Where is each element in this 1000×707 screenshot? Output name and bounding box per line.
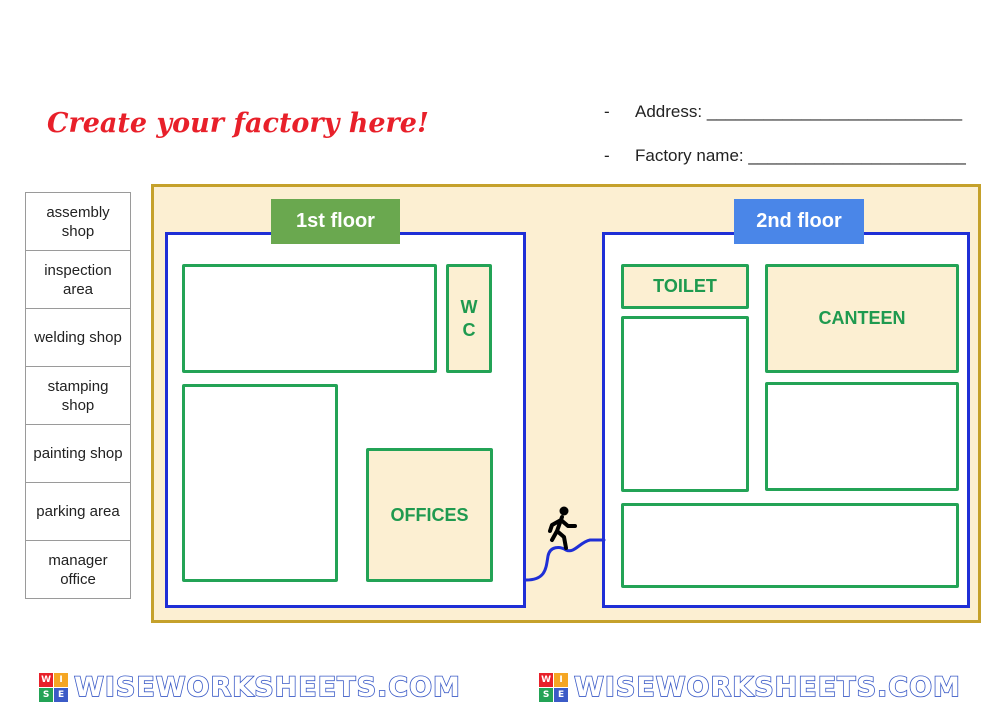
- logo-letter: E: [54, 688, 69, 702]
- offices-label: OFFICES: [390, 504, 469, 525]
- word-bank-item[interactable]: stamping shop: [26, 367, 130, 425]
- factory-name-blank[interactable]: _______________________: [748, 146, 966, 165]
- logo-letter: S: [539, 688, 554, 702]
- factory-name-field[interactable]: - Factory name: _______________________: [604, 146, 966, 166]
- first-floor-tab: 1st floor: [271, 199, 400, 244]
- address-label: Address:: [635, 102, 703, 121]
- canteen-room: CANTEEN: [765, 264, 959, 373]
- second-floor-tab: 2nd floor: [734, 199, 864, 244]
- word-bank-item[interactable]: manager office: [26, 541, 130, 599]
- word-bank-item[interactable]: parking area: [26, 483, 130, 541]
- factory-name-dash: -: [604, 146, 610, 165]
- brand-watermark: W I S E WISEWORKSHEETS.COM: [539, 671, 961, 704]
- toilet-room: TOILET: [621, 264, 749, 309]
- brand-logo-icon: W I S E: [539, 673, 569, 702]
- walkway-path: [524, 538, 606, 582]
- logo-letter: E: [554, 688, 569, 702]
- logo-letter: W: [539, 673, 554, 687]
- walking-person-icon: [548, 506, 577, 550]
- empty-room-drop-zone[interactable]: [182, 264, 437, 373]
- page-title: Create your factory here!: [47, 108, 429, 139]
- toilet-label: TOILET: [653, 276, 717, 296]
- wc-label-line2: C: [462, 319, 476, 340]
- logo-letter: I: [54, 673, 69, 687]
- empty-room-drop-zone[interactable]: [621, 316, 749, 492]
- brand-text: WISEWORKSHEETS.COM: [573, 671, 961, 704]
- brand-logo-icon: W I S E: [39, 673, 69, 702]
- logo-letter: W: [39, 673, 54, 687]
- address-field[interactable]: - Address: ___________________________: [604, 102, 962, 122]
- address-blank[interactable]: ___________________________: [706, 102, 963, 121]
- canteen-label: CANTEEN: [818, 308, 906, 328]
- address-dash: -: [604, 102, 610, 121]
- empty-room-drop-zone[interactable]: [182, 384, 338, 582]
- factory-name-label: Factory name:: [635, 146, 744, 165]
- brand-watermark: W I S E WISEWORKSHEETS.COM: [39, 671, 461, 704]
- wc-room: W C: [446, 264, 492, 373]
- empty-room-drop-zone[interactable]: [621, 503, 959, 588]
- word-bank: assembly shop inspection area welding sh…: [25, 192, 131, 599]
- empty-room-drop-zone[interactable]: [765, 382, 959, 491]
- wc-label-line1: W: [460, 296, 478, 317]
- word-bank-item[interactable]: inspection area: [26, 251, 130, 309]
- logo-letter: I: [554, 673, 569, 687]
- footer-watermark: W I S E WISEWORKSHEETS.COM W I S E WISEW…: [0, 668, 1000, 707]
- logo-letter: S: [39, 688, 54, 702]
- word-bank-item[interactable]: painting shop: [26, 425, 130, 483]
- word-bank-item[interactable]: assembly shop: [26, 193, 130, 251]
- brand-text: WISEWORKSHEETS.COM: [73, 671, 461, 704]
- word-bank-item[interactable]: welding shop: [26, 309, 130, 367]
- offices-room: OFFICES: [366, 448, 493, 582]
